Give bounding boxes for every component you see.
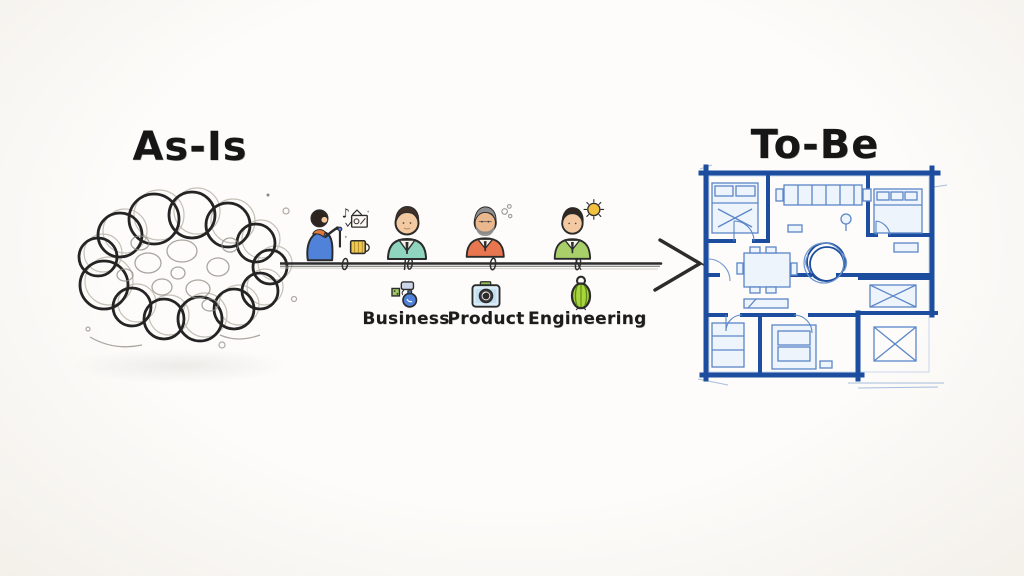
- as-is-cloud-sketch-icon: [77, 187, 298, 349]
- box-lens-doodle-icon: [471, 281, 501, 308]
- music-note-glyph: ♪: [342, 205, 350, 220]
- door-arcs: [707, 220, 891, 334]
- thought-bubbles-icon: [501, 203, 513, 219]
- business-person-icon: [387, 205, 427, 260]
- transition-arrow: [280, 238, 707, 292]
- product-person-icon: [465, 203, 513, 258]
- as-is-title: As-Is: [132, 124, 248, 170]
- sketching-person-icon: ♪: [306, 205, 370, 262]
- green-bug-doodle-icon: [570, 275, 592, 311]
- role-label-engineering: Engineering: [528, 309, 647, 329]
- role-label-product: Product: [447, 309, 525, 329]
- to-be-blueprint-sketch: [698, 164, 948, 389]
- round-table-scribble: [803, 242, 848, 284]
- chat-flask-doodle-icon: [391, 281, 418, 308]
- engineering-person-icon: [553, 199, 605, 260]
- role-label-business: Business: [362, 309, 450, 329]
- to-be-title: To-Be: [750, 122, 880, 168]
- milestone-ticks: [341, 257, 582, 271]
- idea-sun-icon: [583, 199, 605, 220]
